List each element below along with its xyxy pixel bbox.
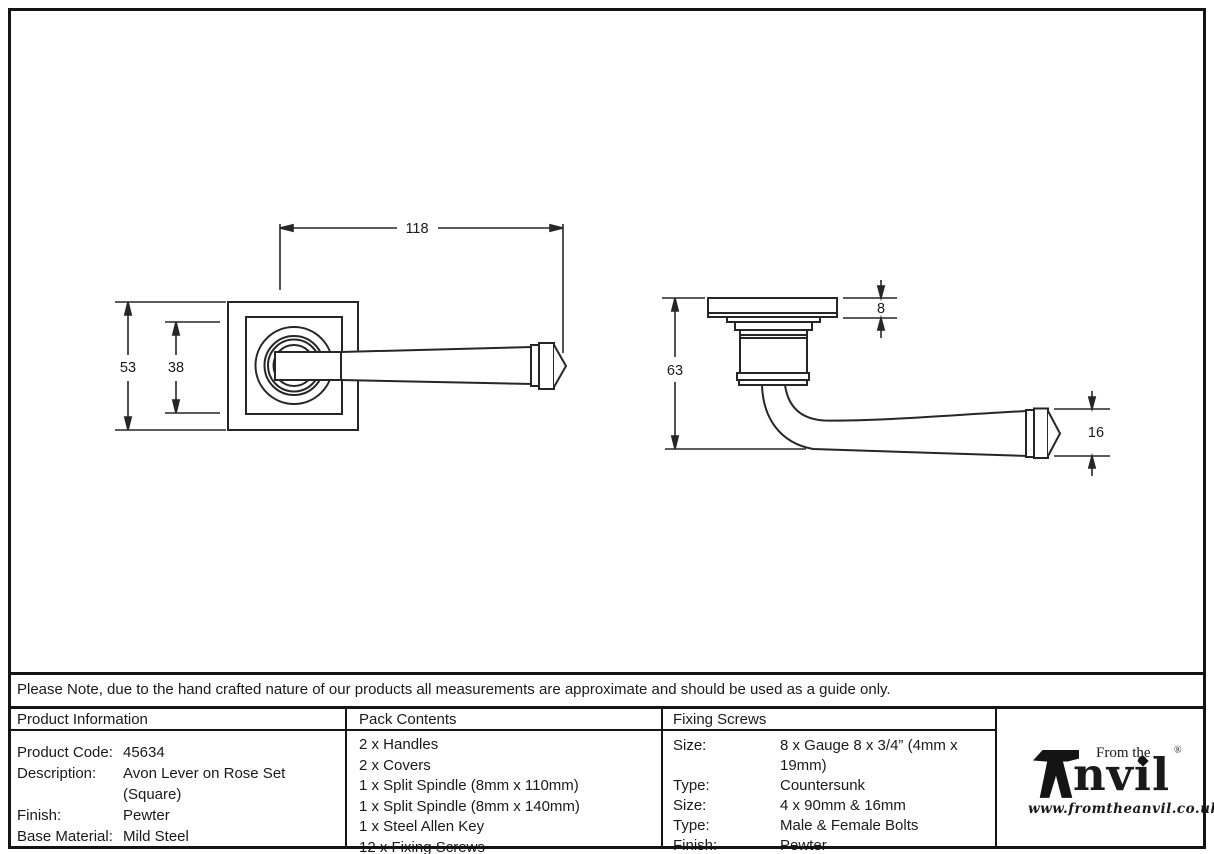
anvil-icon [1033, 750, 1079, 798]
finish-row: Finish: Pewter [17, 805, 337, 826]
lever-cap-side [1033, 407, 1049, 459]
product-code-row: Product Code: 45634 [17, 742, 337, 763]
screw-finish-row: Finish: Pewter [673, 836, 991, 854]
row-value: Pewter [123, 807, 170, 824]
row-label: Size: [673, 797, 707, 814]
lever-arm-front [274, 345, 533, 386]
column-divider-3 [995, 706, 997, 846]
row-value: Male & Female Bolts [780, 817, 919, 834]
row-value: 4 x 90mm & 16mm [780, 797, 906, 814]
row-label: Base Material: [17, 828, 113, 845]
table-top-rule [8, 706, 1206, 709]
bolt-size-row: Size: 4 x 90mm & 16mm [673, 796, 991, 816]
column-divider-1 [345, 706, 347, 846]
lever-collar-front [530, 344, 540, 387]
row-label: Type: [673, 777, 710, 794]
brand-tagline: From the [1096, 745, 1151, 761]
side-projection-label: 63 [667, 363, 683, 379]
fixing-screws-header: Fixing Screws [673, 711, 767, 728]
neck-cylinder-side [739, 337, 808, 374]
header-bottom-rule [11, 729, 995, 731]
row-label: Product Code: [17, 744, 113, 761]
column-divider-2 [661, 706, 663, 846]
pack-item: 1 x Split Spindle (8mm x 110mm) [359, 777, 579, 794]
row-label: Description: [17, 765, 97, 782]
screw-type-row: Type: Countersunk [673, 776, 991, 796]
base-material-row: Base Material: Mild Steel [17, 826, 337, 847]
rose-plate-side [707, 297, 838, 318]
lever-collar-side [1025, 409, 1035, 458]
fixing-screws-cell: Size: 8 x Gauge 8 x 3/4” (4mm x 19mm) Ty… [673, 736, 991, 854]
front-width-dimension [279, 223, 564, 353]
lever-point-side [1047, 410, 1062, 457]
product-information-header: Product Information [17, 711, 148, 728]
row-value: Pewter [780, 837, 827, 854]
pack-contents-cell: 2 x Handles 2 x Covers 1 x Split Spindle… [359, 735, 580, 854]
front-rose-inner-label: 38 [168, 360, 184, 376]
pack-contents-header: Pack Contents [359, 711, 457, 728]
row-value: Mild Steel [123, 828, 189, 845]
description-row: Description: Avon Lever on Rose Set (Squ… [17, 763, 337, 805]
pack-item: 2 x Covers [359, 756, 431, 774]
note-top-rule [8, 672, 1206, 675]
front-rose-inner-dimension [165, 321, 220, 414]
side-lever-end-label: 16 [1088, 425, 1104, 441]
pack-item: 2 x Handles [359, 736, 439, 753]
row-label: Finish: [17, 807, 62, 824]
side-view-drawing [707, 297, 1062, 459]
pack-item: 1 x Steel Allen Key [359, 818, 485, 835]
row-value: 45634 [123, 744, 165, 761]
rose-step2-side [734, 321, 813, 331]
front-rose-size-dimension [115, 301, 226, 431]
product-information-cell: Product Code: 45634 Description: Avon Le… [17, 742, 337, 847]
front-lever-length-label: 118 [405, 221, 428, 237]
side-rose-depth-label: 8 [877, 301, 885, 317]
registered-mark: ® [1174, 745, 1182, 756]
brand-name: nvil [1073, 748, 1171, 801]
pack-item: 1 x Split Spindle (8mm x 140mm) [359, 797, 580, 815]
row-label: Size: [673, 737, 707, 754]
side-lever-end-dimension [1054, 391, 1110, 476]
screw-size-row: Size: 8 x Gauge 8 x 3/4” (4mm x 19mm) [673, 736, 991, 776]
side-depth-dimension [843, 280, 897, 338]
lever-arm-side [760, 384, 1028, 458]
row-label: Finish: [673, 837, 718, 854]
lever-point-front [553, 344, 568, 388]
row-value: 8 x Gauge 8 x 3/4” (4mm x 19mm) [780, 737, 958, 774]
pack-item: 12 x Fixing Screws [359, 838, 485, 854]
side-projection-dimension [662, 297, 806, 450]
bolt-type-row: Type: Male & Female Bolts [673, 816, 991, 836]
measurement-note: Please Note, due to the hand crafted nat… [17, 681, 891, 698]
brand-website: www.fromtheanvil.co.uk [1028, 801, 1214, 817]
row-value: Avon Lever on Rose Set (Square) [123, 765, 286, 803]
row-value: Countersunk [780, 777, 866, 794]
neck-collar-side [736, 372, 810, 381]
row-label: Type: [673, 817, 710, 834]
lever-cap-front [538, 342, 555, 390]
front-view-drawing [227, 301, 568, 431]
front-rose-size-label: 53 [120, 360, 136, 376]
